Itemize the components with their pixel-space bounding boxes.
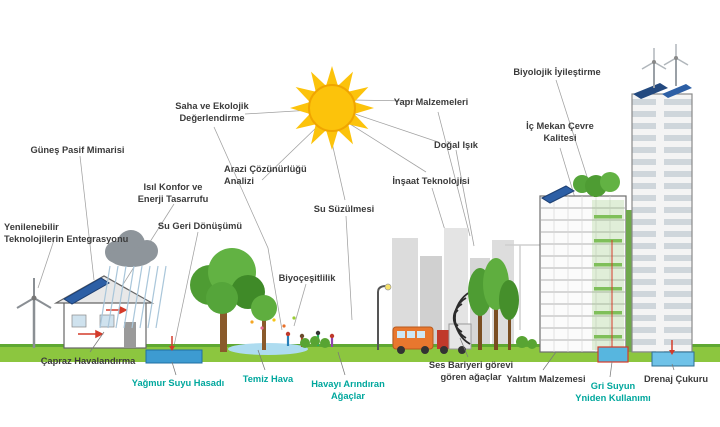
- truck-icon: [437, 323, 472, 354]
- ventilation-arrows-icon: [78, 305, 128, 339]
- green-wall-icon: [626, 210, 632, 352]
- label-biyolojik-iyilestirme: Biyolojik İyileştirme: [513, 67, 601, 77]
- pond-icon: [228, 343, 308, 355]
- rain-cloud-icon: [99, 230, 167, 329]
- solar-panel-icon: [540, 185, 576, 204]
- barrier-trees-icon: [468, 258, 519, 350]
- label-line: Değerlendirme: [179, 113, 245, 124]
- tree-icon: [190, 248, 277, 352]
- label-insaat-teknolojisi: İnşaat Teknolojisi: [392, 176, 470, 186]
- label-line: İç Mekan Çevre: [526, 121, 594, 131]
- label-su-geri-donusumu: Su Geri Dönüşümü: [157, 221, 243, 231]
- label-ticks: [89, 331, 675, 378]
- label-ic-mekan-cevre-kalitesi: İç Mekan Çevre Kalitesi: [512, 120, 608, 144]
- label-line: Analizi: [224, 176, 254, 187]
- roof-trees-icon: [573, 172, 620, 197]
- label-yagmur-suyu-hasadi: Yağmur Suyu Hasadı: [131, 378, 225, 388]
- label-havayi-arindiran-agaclar: Havayı Arındıran Ağaçlar: [302, 378, 394, 402]
- bush-icon: [300, 336, 537, 349]
- wind-turbine-icon: [16, 278, 52, 348]
- solar-panel-icon: [662, 84, 692, 98]
- greywater-tank-icon: [597, 240, 629, 363]
- label-dogal-isik: Doğal Işık: [434, 140, 478, 150]
- label-temiz-hava: Temiz Hava: [242, 374, 294, 384]
- label-ses-bariyeri-agaclar: Ses Bariyeri görevi gören ağaçlar: [420, 359, 522, 383]
- label-line: Gri Suyun: [590, 381, 636, 391]
- label-line: Yniden Kullanımı: [575, 393, 651, 404]
- label-line: Arazi Çözünürlüğü: [224, 164, 307, 174]
- label-line: gören ağaçlar: [440, 372, 502, 383]
- sound-barrier-arcs-icon: [452, 291, 471, 345]
- house-icon: [53, 275, 155, 349]
- label-line: Yenilenebilir: [4, 222, 59, 232]
- sun-icon: [290, 66, 374, 150]
- label-drenaj-cukuru: Drenaj Çukuru: [643, 374, 709, 384]
- label-arazi-cozunurlugu-analizi: Arazi Çözünürlüğü Analizi: [224, 163, 319, 187]
- rain-basin-icon: [145, 336, 203, 364]
- label-line: Saha ve Ekolojik: [175, 101, 249, 111]
- label-line: Havayı Arındıran: [311, 379, 385, 389]
- bus-icon: [392, 326, 434, 354]
- label-gunes-pasif-mimarisi: Güneş Pasif Mimarisi: [30, 145, 125, 155]
- roof-wind-turbines-icon: [641, 44, 689, 88]
- label-capraz-havalandirma: Çapraz Havalandırma: [40, 356, 136, 366]
- label-yenilenebilir-teknolojilerin-entegrasyonu: Yenilenebilir Teknolojilerin Entegrasyon…: [4, 221, 134, 245]
- label-su-suzulmesi: Su Süzülmesi: [313, 204, 375, 214]
- solar-panel-icon: [633, 83, 668, 99]
- rain-icon: [99, 265, 167, 329]
- label-line: Enerji Tasarrufu: [137, 194, 209, 205]
- label-line: Isıl Konfor ve: [143, 182, 203, 192]
- skyscraper-icon: [631, 44, 693, 353]
- label-yapi-malzemeleri: Yapı Malzemeleri: [393, 97, 469, 107]
- solar-panel-icon: [63, 277, 110, 305]
- label-yalitim-malzemesi: Yalıtım Malzemesi: [506, 374, 586, 384]
- flowers-icon: [250, 316, 296, 330]
- mid-building-icon: [539, 172, 627, 353]
- label-isil-konfor-enerji-tasarrufu: Isıl Konfor ve Enerji Tasarrufu: [127, 181, 219, 205]
- street-lamp-icon: [377, 283, 392, 350]
- label-line: Teknolojilerin Entegrasyonu: [4, 234, 129, 245]
- label-biyocesitlilik: Biyoçeşitlilik: [278, 273, 336, 283]
- label-line: Ses Bariyeri görevi: [428, 360, 514, 370]
- label-gri-suyun-yeniden-kullanimi: Gri Suyun Yniden Kullanımı: [568, 380, 658, 404]
- label-line: Ağaçlar: [330, 391, 366, 402]
- label-line: Kalitesi: [543, 133, 577, 144]
- label-saha-ve-ekolojik-degerlendirme: Saha ve Ekolojik Değerlendirme: [152, 100, 272, 124]
